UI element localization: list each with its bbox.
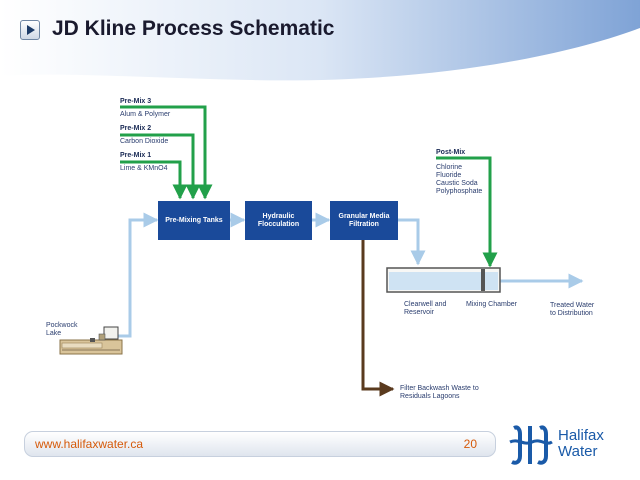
premix2-line — [120, 133, 201, 200]
premix1-heading: Pre-Mix 1 — [120, 152, 152, 159]
header-background — [0, 0, 640, 81]
backwash-label: Filter Backwash Waste to Residuals Lagoo… — [400, 385, 479, 400]
raw-water-line — [118, 212, 159, 338]
halifax-water-logo-icon — [509, 425, 553, 465]
postmix-item-fluoride: Fluoride — [436, 172, 462, 179]
postmix-heading: Post-Mix — [436, 149, 466, 156]
premixing-tanks-box: Pre-Mixing Tanks — [158, 201, 230, 240]
page-title: JD Kline Process Schematic — [52, 17, 335, 40]
play-icon — [27, 25, 35, 35]
premix3-line — [120, 105, 213, 200]
hydraulic-flocculation-box: Hydraulic Flocculation — [245, 201, 312, 240]
premix1-line — [120, 160, 188, 200]
intake-structure-icon — [59, 326, 123, 355]
premix3-detail: Alum & Polymer — [120, 111, 171, 118]
footer-url-link[interactable]: www.halifaxwater.ca — [35, 437, 144, 451]
play-button[interactable] — [20, 20, 40, 40]
logo-text-line2: Water — [558, 443, 598, 460]
mixing-chamber-label: Mixing Chamber — [466, 301, 517, 308]
premix3-heading: Pre-Mix 3 — [120, 98, 152, 105]
postmix-line — [436, 156, 498, 268]
logo-text-line1: Halifax — [558, 427, 604, 444]
treated-water-label: Treated Water to Distribution — [550, 302, 595, 317]
backwash-line — [361, 240, 395, 397]
clearwell-label: Clearwell and Reservoir — [404, 301, 447, 316]
page-number: 20 — [463, 437, 477, 451]
postmix-item-caustic-soda: Caustic Soda — [436, 180, 478, 187]
source-label: Pockwock Lake — [46, 322, 78, 337]
premix2-heading: Pre-Mix 2 — [120, 125, 152, 132]
halifax-water-logo: Halifax Water — [508, 422, 628, 468]
premix1-detail: Lime & KMnO4 — [120, 165, 168, 172]
premix2-detail: Carbon Dioxide — [120, 138, 169, 145]
postmix-item-chlorine: Chlorine — [436, 164, 463, 171]
granular-media-filtration-box: Granular Media Filtration — [330, 201, 398, 240]
clearwell-tank — [386, 267, 501, 293]
postmix-item-polyphosphate: Polyphosphate — [436, 188, 483, 195]
flow-filter-to-clearwell — [398, 218, 426, 266]
footer-bar: www.halifaxwater.ca 20 — [24, 431, 496, 457]
